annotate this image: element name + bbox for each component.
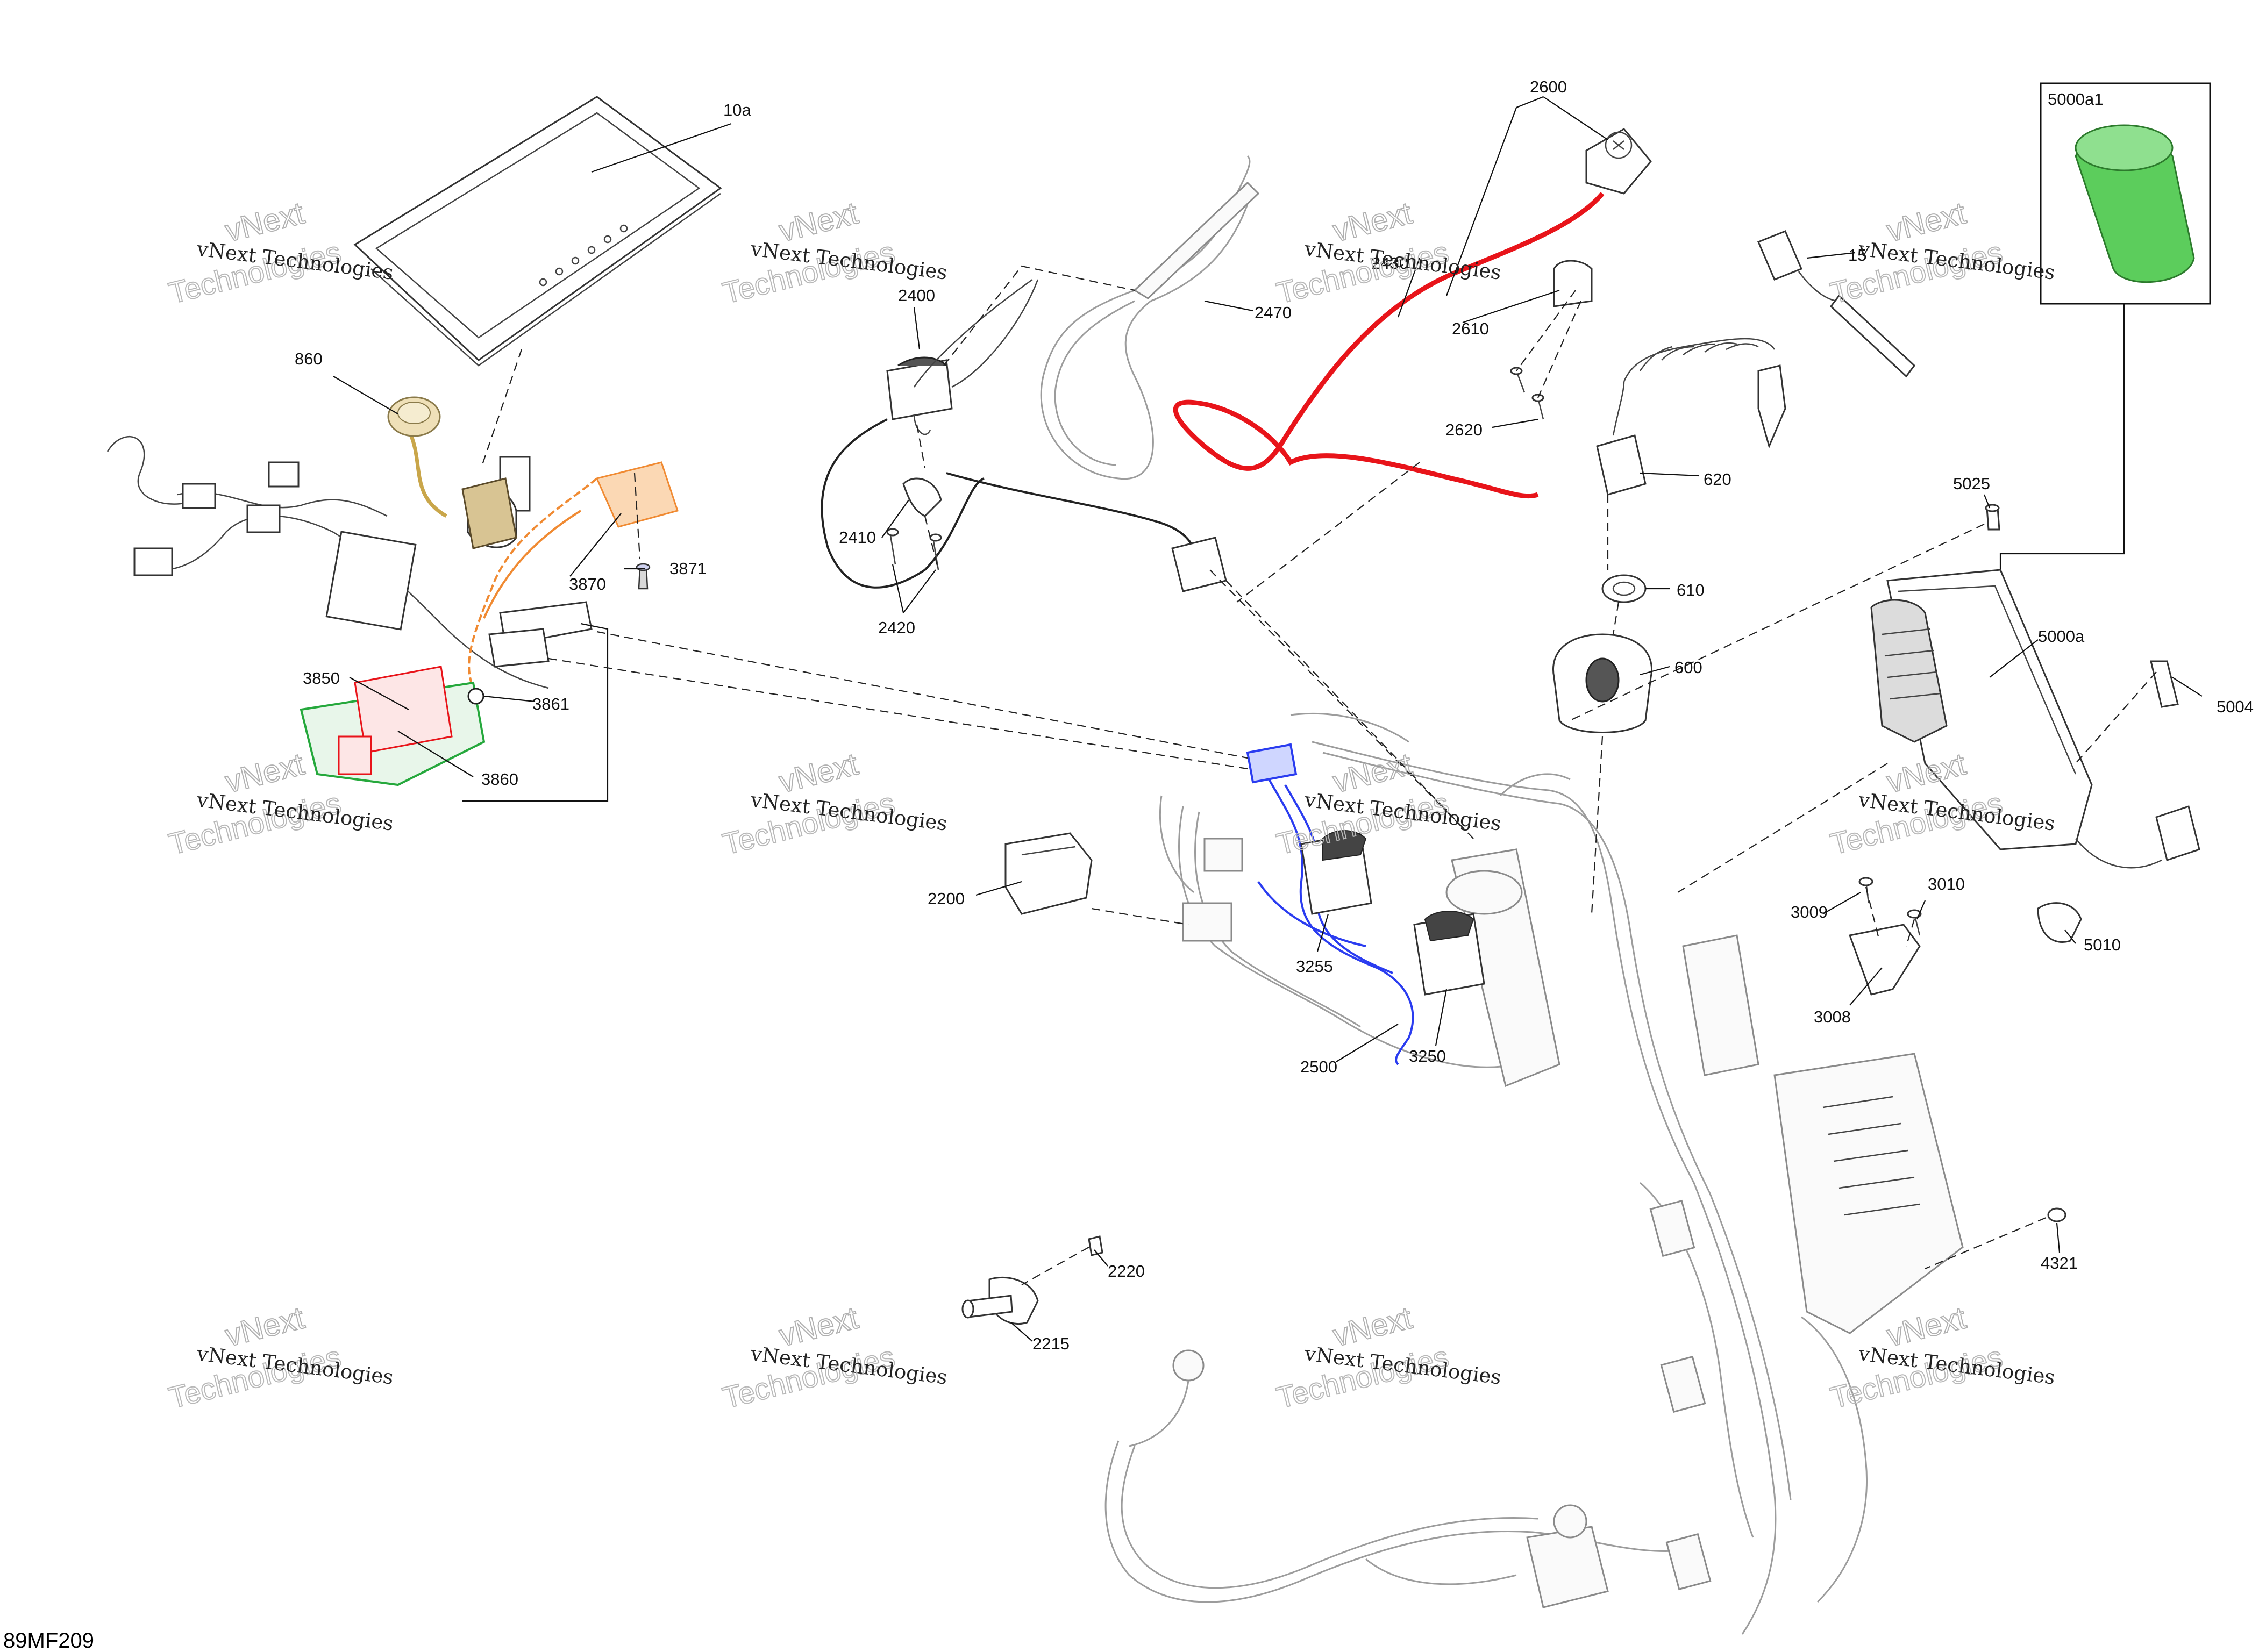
connector-15 (1757, 230, 1916, 378)
sensor-5004 (2150, 660, 2179, 708)
label-3255: 3255 (1296, 957, 1333, 976)
svg-text:vNext: vNext (222, 1300, 308, 1354)
svg-text:vNext: vNext (775, 1300, 861, 1354)
svg-text:vNext: vNext (775, 747, 861, 800)
screw-5025 (1985, 504, 2000, 531)
label-3871: 3871 (669, 559, 707, 578)
module-3860 (300, 666, 486, 786)
label-3861: 3861 (532, 695, 569, 713)
label-2420: 2420 (878, 618, 915, 637)
actuator-5000a (1870, 569, 2200, 869)
cable-2400 (821, 418, 1227, 592)
label-2470: 2470 (1255, 303, 1292, 322)
part-labels: 10a 860 3871 3870 3850 3861 3860 2400 24… (295, 77, 2254, 1353)
label-15: 15 (1848, 246, 1866, 264)
switch-3255 (1300, 830, 1372, 915)
label-2410: 2410 (839, 528, 876, 547)
inset-5000a1: 5000a1 (2040, 82, 2211, 305)
watermark: vNext Technologies vNext Technologies (1273, 1300, 1502, 1415)
clip-2410 (886, 477, 942, 570)
main-wiring-harness (1104, 712, 1964, 1635)
leader-lines (333, 96, 2203, 1342)
harness-2500-blue (1246, 743, 1414, 1065)
label-5025: 5025 (1953, 474, 1990, 493)
sensor-2200 (1004, 832, 1093, 915)
label-620: 620 (1704, 470, 1731, 489)
pivot-2215 (961, 1276, 1039, 1325)
key-switch-600 (1552, 633, 1652, 733)
label-2610: 2610 (1452, 319, 1489, 338)
svg-text:vNext: vNext (1329, 747, 1415, 800)
switch-3250 (1413, 911, 1485, 996)
label-3008: 3008 (1814, 1007, 1851, 1026)
watermark: vNext Technologies vNext Technologies (719, 746, 949, 862)
tube-2470 (1040, 155, 1260, 480)
label-610: 610 (1677, 581, 1705, 599)
label-2220: 2220 (1108, 1262, 1145, 1281)
watermark: vNext Technologies vNext Technologies (1827, 195, 2056, 311)
svg-text:vNext: vNext (1329, 1300, 1415, 1354)
nut-610 (1601, 574, 1647, 603)
label-5010: 5010 (2084, 935, 2121, 954)
label-2600: 2600 (1530, 77, 1567, 96)
drawing-code: 89MF209 (3, 1629, 94, 1652)
watermark: vNext Technologies vNext Technologies (719, 1300, 949, 1415)
clip-2610 (1510, 260, 1593, 420)
label-2500: 2500 (1300, 1057, 1337, 1076)
label-3870: 3870 (569, 575, 606, 593)
gauge-860 (387, 396, 517, 549)
svg-text:vNext: vNext (775, 196, 861, 249)
label-2620: 2620 (1445, 420, 1483, 439)
label-3250: 3250 (1409, 1047, 1446, 1065)
svg-text:vNext: vNext (1329, 196, 1415, 249)
label-600: 600 (1674, 658, 1702, 677)
label-2400: 2400 (898, 286, 935, 305)
bracket-3008 (1848, 877, 1922, 996)
switch-2400 (886, 278, 1039, 435)
label-2215: 2215 (1032, 1334, 1070, 1353)
label-5000a: 5000a (2038, 627, 2085, 646)
cap-5010 (2037, 902, 2082, 943)
label-5004: 5004 (2217, 697, 2254, 716)
nut-4321 (2047, 1207, 2066, 1222)
svg-text:vNext: vNext (1883, 1300, 1969, 1354)
label-4321: 4321 (2041, 1254, 2078, 1272)
label-3850: 3850 (303, 669, 340, 688)
inset-label: 5000a1 (2048, 90, 2103, 109)
screw-3871 (636, 563, 651, 590)
svg-text:vNext: vNext (222, 196, 308, 249)
assembly-lines (480, 265, 2157, 1285)
label-3009: 3009 (1791, 903, 1828, 921)
watermark: vNext Technologies vNext Technologies (165, 1300, 395, 1415)
screw-2220 (1088, 1235, 1103, 1256)
label-2430: 2430 (1371, 254, 1408, 273)
switch-2600 (1585, 128, 1652, 195)
svg-text:vNext: vNext (222, 747, 308, 800)
coiled-cord-620 (1596, 338, 1786, 496)
label-10a: 10a (723, 101, 751, 119)
svg-text:vNext: vNext (1883, 196, 1969, 249)
watermark: vNext Technologies vNext Technologies (1273, 746, 1502, 862)
watermark: vNext Technologies vNext Technologies (1273, 195, 1502, 311)
label-860: 860 (295, 349, 323, 368)
label-3860: 3860 (481, 770, 518, 789)
label-2200: 2200 (928, 889, 965, 908)
display-10a (353, 96, 722, 367)
red-wire-2430 (1173, 192, 1605, 499)
bracket-3870 (468, 461, 679, 689)
watermark: vNext Technologies vNext Technologies (165, 195, 395, 311)
inset-leader (1999, 304, 2125, 570)
label-3010: 3010 (1928, 875, 1965, 893)
